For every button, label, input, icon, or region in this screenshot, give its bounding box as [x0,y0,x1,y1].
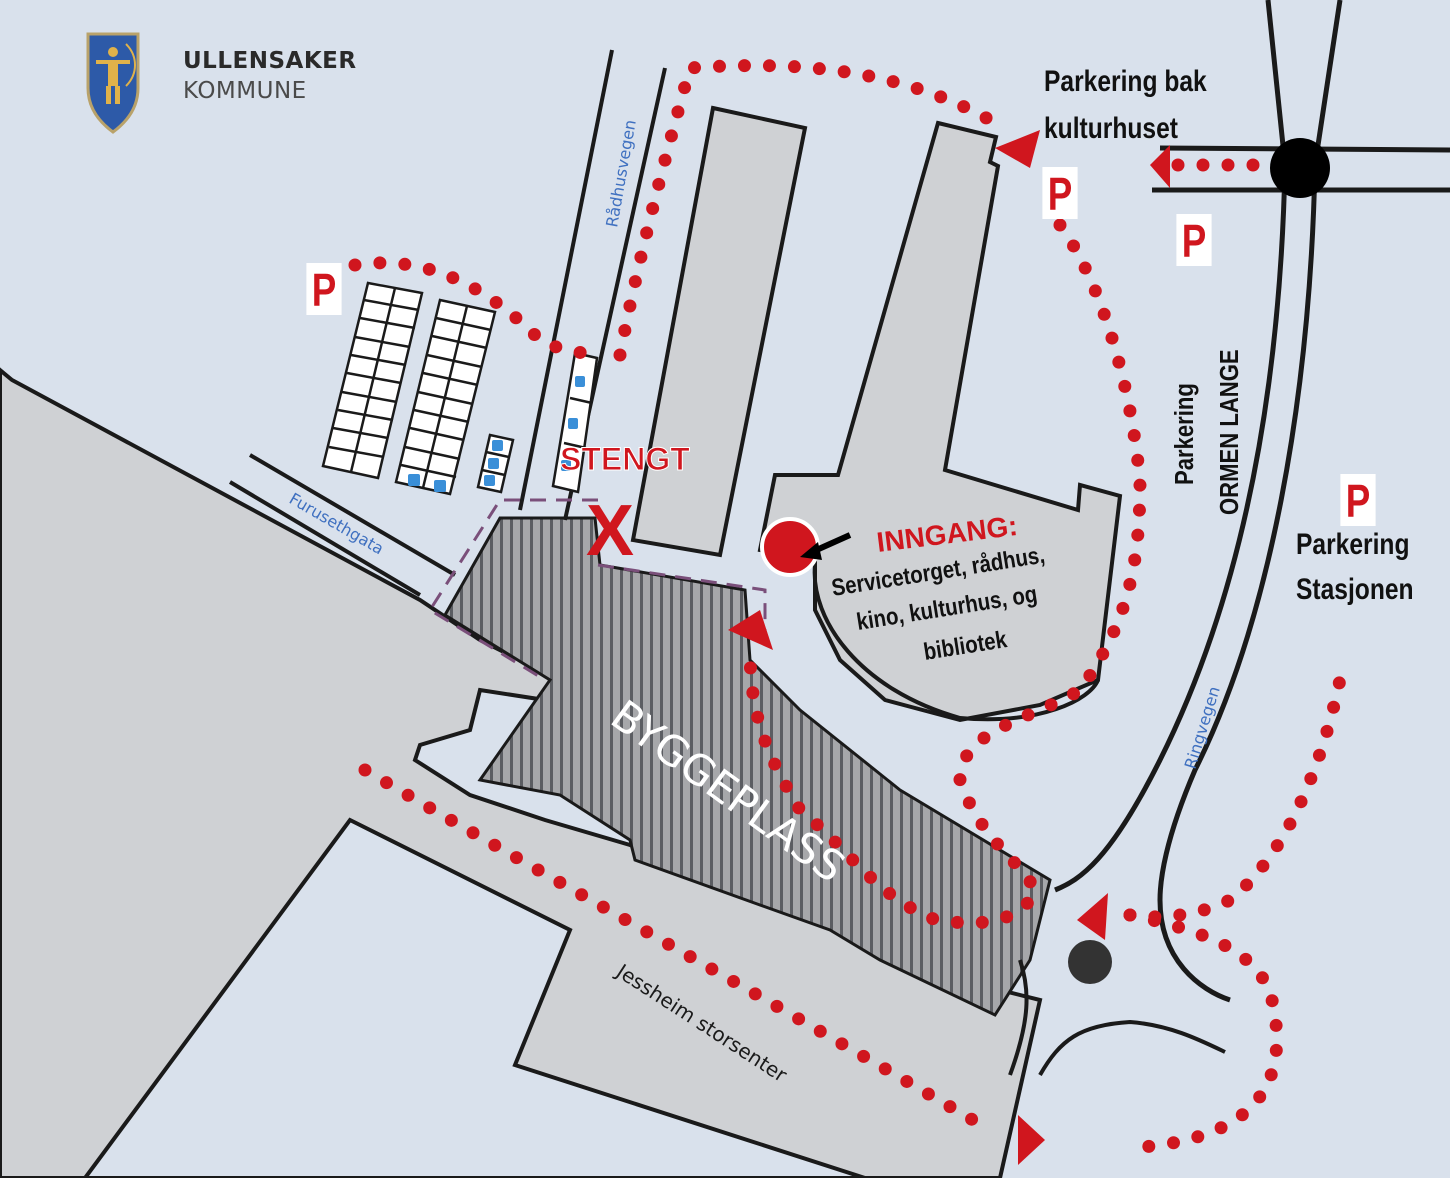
parkering-stasjonen-label-2: Stasjonen [1296,573,1414,606]
entrance-marker [760,517,820,577]
arrow-right-bottom [1018,1115,1045,1165]
route-arrows [728,130,1170,1165]
arrow-from-roundabout [1150,145,1170,188]
entrance-pointer-head [800,542,822,560]
parking-lot-grid [321,281,599,496]
roundabout-bottom [1068,940,1112,984]
walking-routes [348,59,1349,1155]
ormen-lange-road [1054,0,1343,1003]
stengt-label: STENGT [560,441,690,477]
parkering-bak-label-1: Parkering bak [1044,65,1207,98]
ullensaker-logo: ULLENSAKER KOMMUNE [86,30,376,140]
furusethgata-street [228,453,457,597]
parkering-stasjonen-label-1: Parkering [1296,528,1410,561]
arrow-up-entrance [728,610,773,650]
roundabout-top [1270,138,1330,198]
parkering-ormen-line2: ORMEN LANGE [1215,349,1244,515]
coat-of-arms-icon [86,32,140,134]
parkering-bak-label-2: kulturhuset [1044,112,1178,145]
parking-marker-kulturhus: P [1042,167,1078,220]
logo-title: ULLENSAKER [183,48,357,74]
parking-marker-left: P [306,263,342,316]
town-hall-buildings [630,105,1123,723]
arrow-left-roundabout [1077,893,1108,940]
accessible-parking-icons [408,376,585,492]
entrance-building-outline [812,564,1100,722]
construction-zone [442,516,1052,1017]
arrow-to-kulturhus-parking [995,130,1040,168]
parkering-ormen-line1: Parkering [1170,383,1199,485]
closed-x-mark: X [586,491,634,571]
parking-marker-roundabout: P [1176,214,1212,267]
logo-subtitle: KOMMUNE [183,78,307,104]
bottom-roundabout-roads [1008,959,1226,1076]
parking-marker-stasjonen: P [1340,474,1376,527]
